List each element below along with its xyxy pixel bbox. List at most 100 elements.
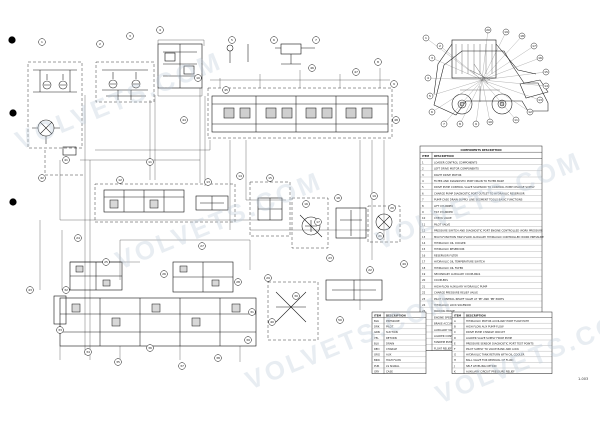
table-cell-item: F <box>454 347 456 351</box>
callout-number: 44 <box>182 118 186 122</box>
callout-number: 28 <box>236 280 240 284</box>
callout-number: 7 <box>315 38 317 42</box>
callout-bubble: 9 <box>390 80 398 88</box>
lower-valve-stack <box>59 297 257 347</box>
callout-number: 20 <box>390 206 394 210</box>
table-cell-item: GRN <box>374 330 380 334</box>
table-cell-description: HYDRAULIC LOCK SOLENOID <box>434 303 471 307</box>
callout-number: 12 <box>528 110 532 114</box>
binder-hole-middle <box>9 109 17 117</box>
callout-bubble: 40 <box>268 318 276 326</box>
callout-number: 12 <box>118 178 122 182</box>
table-cell-description: PILOT VALVE <box>434 222 450 226</box>
callout-bubble: 22 <box>366 266 374 274</box>
callout-number: 39 <box>246 338 250 342</box>
callout-number: 47 <box>354 70 358 74</box>
callout-number: 42 <box>40 176 44 180</box>
table-cell-item: B <box>454 325 456 329</box>
machine-callout-bubble: 3 <box>428 54 483 81</box>
callout-number: 31 <box>250 310 254 314</box>
table-cell-item: 21 <box>422 284 426 288</box>
table-cell-description: AUXILIARY VALVE <box>434 328 457 332</box>
callout-bubble: 47 <box>352 68 360 76</box>
table-cell-item: 7 <box>422 198 424 202</box>
skid-steer-machine-drawing <box>433 39 549 116</box>
hydraulic-motor-symbol <box>375 213 393 231</box>
oil-filter-block <box>335 207 367 239</box>
machine-callout-bubble: 10 <box>481 79 494 126</box>
callout-number: 24 <box>76 236 80 240</box>
callout-number: 27 <box>200 244 204 248</box>
table-cell-description: BALL VALVE FOR REMOVAL OF FLUID <box>466 358 513 362</box>
callout-number: 13 <box>538 98 542 102</box>
callout-number: 8 <box>377 60 379 64</box>
callout-number: 8 <box>459 122 461 126</box>
table-cell-item: 6 <box>422 191 424 195</box>
callout-number: 2 <box>99 42 101 46</box>
callout-bubble: 20 <box>388 204 396 212</box>
operator-cab <box>451 39 497 79</box>
table-cell-description: HIGH-FLOW AUXILIARY HYDRAULIC PUMP <box>434 284 488 288</box>
table-cell-item: PUR <box>374 364 379 368</box>
table-cell-description: RETURN <box>386 336 397 340</box>
callout-bubble: 41 <box>62 156 70 164</box>
table-cell-item: J <box>453 364 455 368</box>
pump-control-group <box>249 181 401 249</box>
callout-number: 30 <box>294 294 298 298</box>
callout-number: 3 <box>129 34 131 38</box>
table-cell-item: 9 <box>422 210 424 214</box>
table-header-item: ITEM <box>374 313 382 317</box>
table-cell-item: 25 <box>422 309 426 313</box>
table-cell-item: D <box>454 336 456 340</box>
callout-number: 14 <box>238 174 242 178</box>
table-cell-description: PUMP CASE DRAIN SUPPLY LINE SEGMENT TOOL… <box>434 198 523 202</box>
callout-bubble: 25 <box>102 258 110 266</box>
callout-bubble: 45 <box>222 86 230 94</box>
callout-number: 6 <box>431 110 433 114</box>
table-row: B HIGH FLOW AUX PUMP FLOW <box>454 325 504 329</box>
callout-number: 41 <box>64 158 68 162</box>
table-cell-description: LEFT DRIVE MOTOR COMPONENTS <box>434 167 479 171</box>
machine-callout-bubble: 11 <box>481 79 520 124</box>
bucket <box>519 79 549 99</box>
callout-number: 1 <box>41 40 43 44</box>
callout-bubble: 39 <box>244 336 252 344</box>
callout-number: 15 <box>268 176 272 180</box>
callout-number: 10 <box>196 76 200 80</box>
table-cell-item: 17 <box>422 260 426 264</box>
auxiliary-valve-group <box>94 183 236 223</box>
machine-callout-bubble: 8 <box>456 79 483 128</box>
callout-bubble: 4 <box>156 26 164 34</box>
callout-bubble: 49 <box>400 260 408 268</box>
table-cell-item: 2 <box>422 167 424 171</box>
callout-number: 34 <box>86 350 90 354</box>
callout-bubble: 6 <box>270 36 278 44</box>
machine-body-outline <box>433 50 549 116</box>
table-header-item: ITEM <box>422 154 430 158</box>
table-cell-description: CHARGE PRESSURE RELIEF VALVE <box>434 291 478 295</box>
callout-bubble: 36 <box>146 344 154 352</box>
table-cell-description: PILOT CONTROL RELIEF VALVE AT 'PE' AND '… <box>434 297 504 301</box>
callout-bubble: 38 <box>214 354 222 362</box>
callout-bubble: 3 <box>126 32 134 40</box>
machine-callout-bubble: 20 <box>481 26 492 81</box>
callout-bubble: 35 <box>114 358 122 366</box>
machine-callout-bubble: 6 <box>428 79 483 116</box>
table-cell-item: DRK <box>374 325 380 329</box>
callout-number: 5 <box>231 38 233 42</box>
table-cell-description: HIGH FLOW AUX PUMP FLOW <box>466 325 504 329</box>
table-cell-description: TILT CYLINDER <box>434 210 453 214</box>
